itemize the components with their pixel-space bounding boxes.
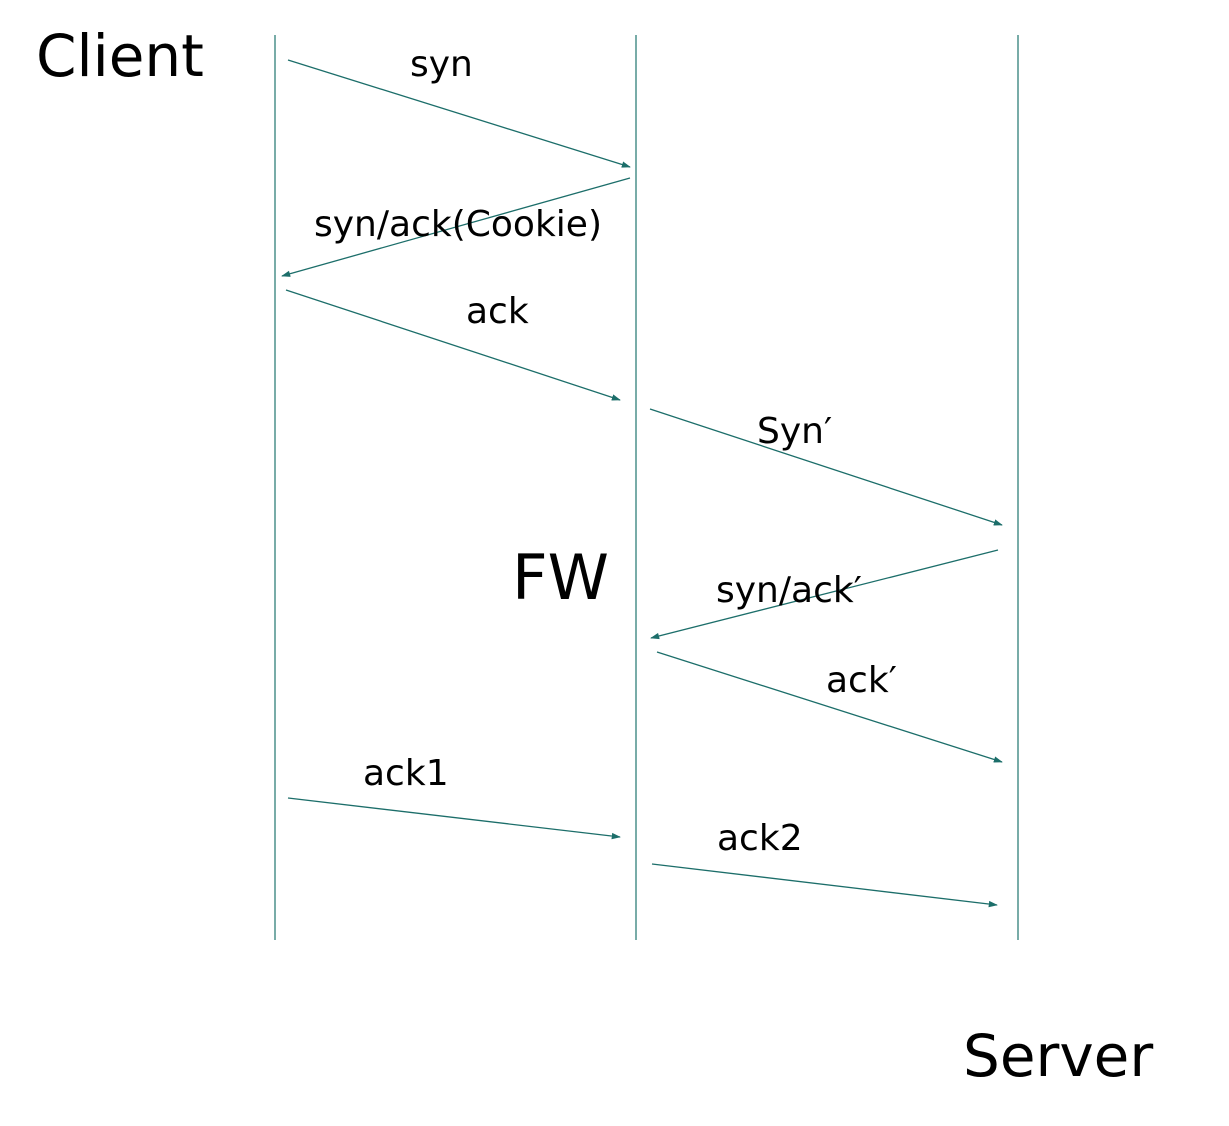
message-arrow xyxy=(649,408,1003,526)
message-ack: ack xyxy=(285,289,621,401)
message-arrow xyxy=(287,797,621,840)
message-label: ack xyxy=(466,291,529,332)
message-arrow xyxy=(656,651,1003,763)
message-syn-ack-prime: syn/ack′ xyxy=(650,549,999,640)
message-arrow xyxy=(287,59,631,168)
message-ack1: ack1 xyxy=(287,753,621,840)
message-label: ack2 xyxy=(717,818,803,859)
client-label: Client xyxy=(36,22,204,90)
server-label: Server xyxy=(963,1022,1153,1090)
message-ack-prime: ack′ xyxy=(656,651,1003,763)
message-arrow xyxy=(285,289,621,401)
message-label: syn/ack(Cookie) xyxy=(314,204,602,245)
message-syn-prime: Syn′ xyxy=(649,408,1003,526)
message-arrow xyxy=(650,549,999,640)
message-arrow xyxy=(651,863,998,908)
fw-label: FW xyxy=(512,541,609,614)
message-ack2: ack2 xyxy=(651,818,998,908)
message-label: syn/ack′ xyxy=(716,570,862,611)
message-label: syn xyxy=(410,44,473,85)
message-syn: syn xyxy=(287,44,631,168)
message-label: ack′ xyxy=(826,660,897,701)
message-label: Syn′ xyxy=(757,411,832,452)
message-syn-ack-cookie: syn/ack(Cookie) xyxy=(281,177,631,277)
message-arrow xyxy=(281,177,631,277)
message-label: ack1 xyxy=(363,753,449,794)
